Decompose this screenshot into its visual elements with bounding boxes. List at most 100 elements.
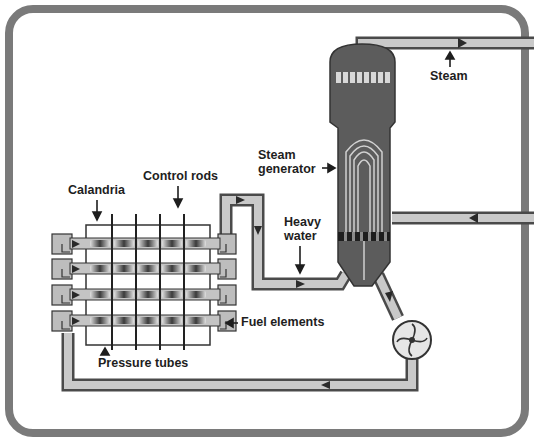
pipes-part <box>226 200 346 284</box>
control-rods-part <box>111 214 113 350</box>
header-arrows-part <box>72 240 80 248</box>
flow-arrows <box>236 38 478 389</box>
pump-part <box>397 324 427 356</box>
pipes-part <box>378 275 398 318</box>
pump <box>393 321 431 359</box>
fuel-bundles-part <box>114 265 134 272</box>
fuel-bundles-part <box>186 240 206 247</box>
fuel-bundles-part <box>114 240 134 247</box>
steam-generator-vessel-part-part <box>336 72 341 83</box>
leader-arrows-part <box>446 52 454 59</box>
flow-arrows-part <box>296 280 305 288</box>
fuel-bundles-part <box>186 291 206 298</box>
pump-part <box>409 337 415 343</box>
steam-generator-vessel-part-part <box>354 152 374 234</box>
leader-arrows-part <box>96 200 98 213</box>
leader-arrows-part <box>174 199 182 207</box>
steam-generator-vessel-part-part <box>364 72 369 83</box>
fuel-bundles-part <box>90 317 110 324</box>
calandria-label: Calandria <box>68 183 148 197</box>
header-arrows <box>72 240 80 325</box>
pressure-tubes-part <box>70 263 220 274</box>
leader-arrows-part <box>299 246 301 266</box>
fuel-bundles-part <box>138 265 158 272</box>
control-rods-part <box>135 214 137 350</box>
control-rods-part <box>183 214 185 350</box>
pipes-part <box>392 214 534 222</box>
flow-arrows-part <box>321 381 330 389</box>
steam-generator-vessel-part-part <box>357 72 362 83</box>
steam-generator-vessel-part <box>336 72 390 83</box>
steam-generator-vessel-part-part <box>346 140 382 234</box>
steam-generator-vessel-part-part <box>385 72 390 83</box>
end-fittings-part <box>52 259 72 279</box>
steam-generator-vessel-part-part <box>384 232 387 241</box>
flow-arrows-part <box>469 213 478 223</box>
end-fittings-part <box>52 311 72 331</box>
end-fittings-part <box>218 234 236 254</box>
pressure-tubes-part <box>70 289 220 300</box>
fuel-bundles-part <box>90 265 110 272</box>
end-fitting-hooks-part <box>62 269 70 277</box>
end-fittings-part <box>52 285 72 305</box>
end-fittings-part <box>52 234 72 254</box>
pipes <box>68 43 534 385</box>
control-rods <box>112 214 184 350</box>
leader-arrows <box>93 52 454 355</box>
pressure-tubes <box>70 238 220 326</box>
fuel-bundles-part <box>162 265 182 272</box>
flow-arrows-part <box>458 38 467 48</box>
end-fittings-part <box>218 311 236 331</box>
steam-generator-vessel-part <box>344 232 387 241</box>
fuel-bundles-part <box>186 265 206 272</box>
steam-generator-vessel-part-part <box>352 232 355 241</box>
fuel-bundles-part <box>138 291 158 298</box>
steam-generator-vessel-part-part <box>368 232 371 241</box>
fuel-bundles-part <box>162 317 182 324</box>
flow-arrows-part <box>254 226 262 235</box>
fuel-bundles-part <box>186 317 206 324</box>
pipes-part <box>226 200 346 284</box>
calandria-vessel <box>86 225 210 345</box>
fuel-elements-label: Fuel elements <box>241 315 351 329</box>
fuel-bundles-part <box>162 240 182 247</box>
end-fitting-hooks-part <box>62 321 70 329</box>
flow-arrows-part <box>236 196 245 204</box>
steam-generator-vessel-part <box>338 232 390 241</box>
steam-generator-vessel-part-part <box>344 232 347 241</box>
control-rods-label: Control rods <box>143 169 243 183</box>
steam-generator-vessel-part-part <box>343 72 348 83</box>
pressure-tubes-part <box>70 315 220 326</box>
end-fittings-part <box>218 259 236 279</box>
steam-generator-vessel-part-part <box>350 72 355 83</box>
steam-generator-vessel-part-part <box>376 232 379 241</box>
leader-arrows-part <box>296 265 304 273</box>
steam-generator-vessel-part-part <box>358 160 370 234</box>
end-fitting-hooks-part <box>220 321 226 329</box>
pump-part <box>393 321 431 359</box>
pressure-tubes-part <box>70 238 220 249</box>
leader-arrows-part <box>93 212 101 220</box>
pipes-part <box>392 212 534 225</box>
end-fitting-hooks-part <box>62 295 70 303</box>
heavy-water-label: Heavy water <box>284 215 332 244</box>
leader-arrows-part <box>101 348 109 355</box>
end-fitting-hooks-part <box>220 269 226 277</box>
header-arrows-part <box>72 291 80 299</box>
fuel-bundles <box>90 240 206 324</box>
end-fitting-hooks-part <box>62 244 70 252</box>
steam-generator-vessel-part-part <box>360 232 363 241</box>
flow-arrows-part <box>385 291 393 302</box>
steam-generator-vessel-part-part <box>371 72 376 83</box>
leader-arrows-part <box>226 319 233 327</box>
steam-label: Steam <box>430 69 490 83</box>
leader-arrows-part <box>177 186 179 200</box>
pipes-part <box>378 275 398 318</box>
steam-generator-vessel-part-part <box>378 72 383 83</box>
end-fitting-hooks-part <box>220 295 226 303</box>
fuel-bundles-part <box>162 291 182 298</box>
end-fittings <box>52 234 236 331</box>
fuel-bundles-part <box>90 240 110 247</box>
